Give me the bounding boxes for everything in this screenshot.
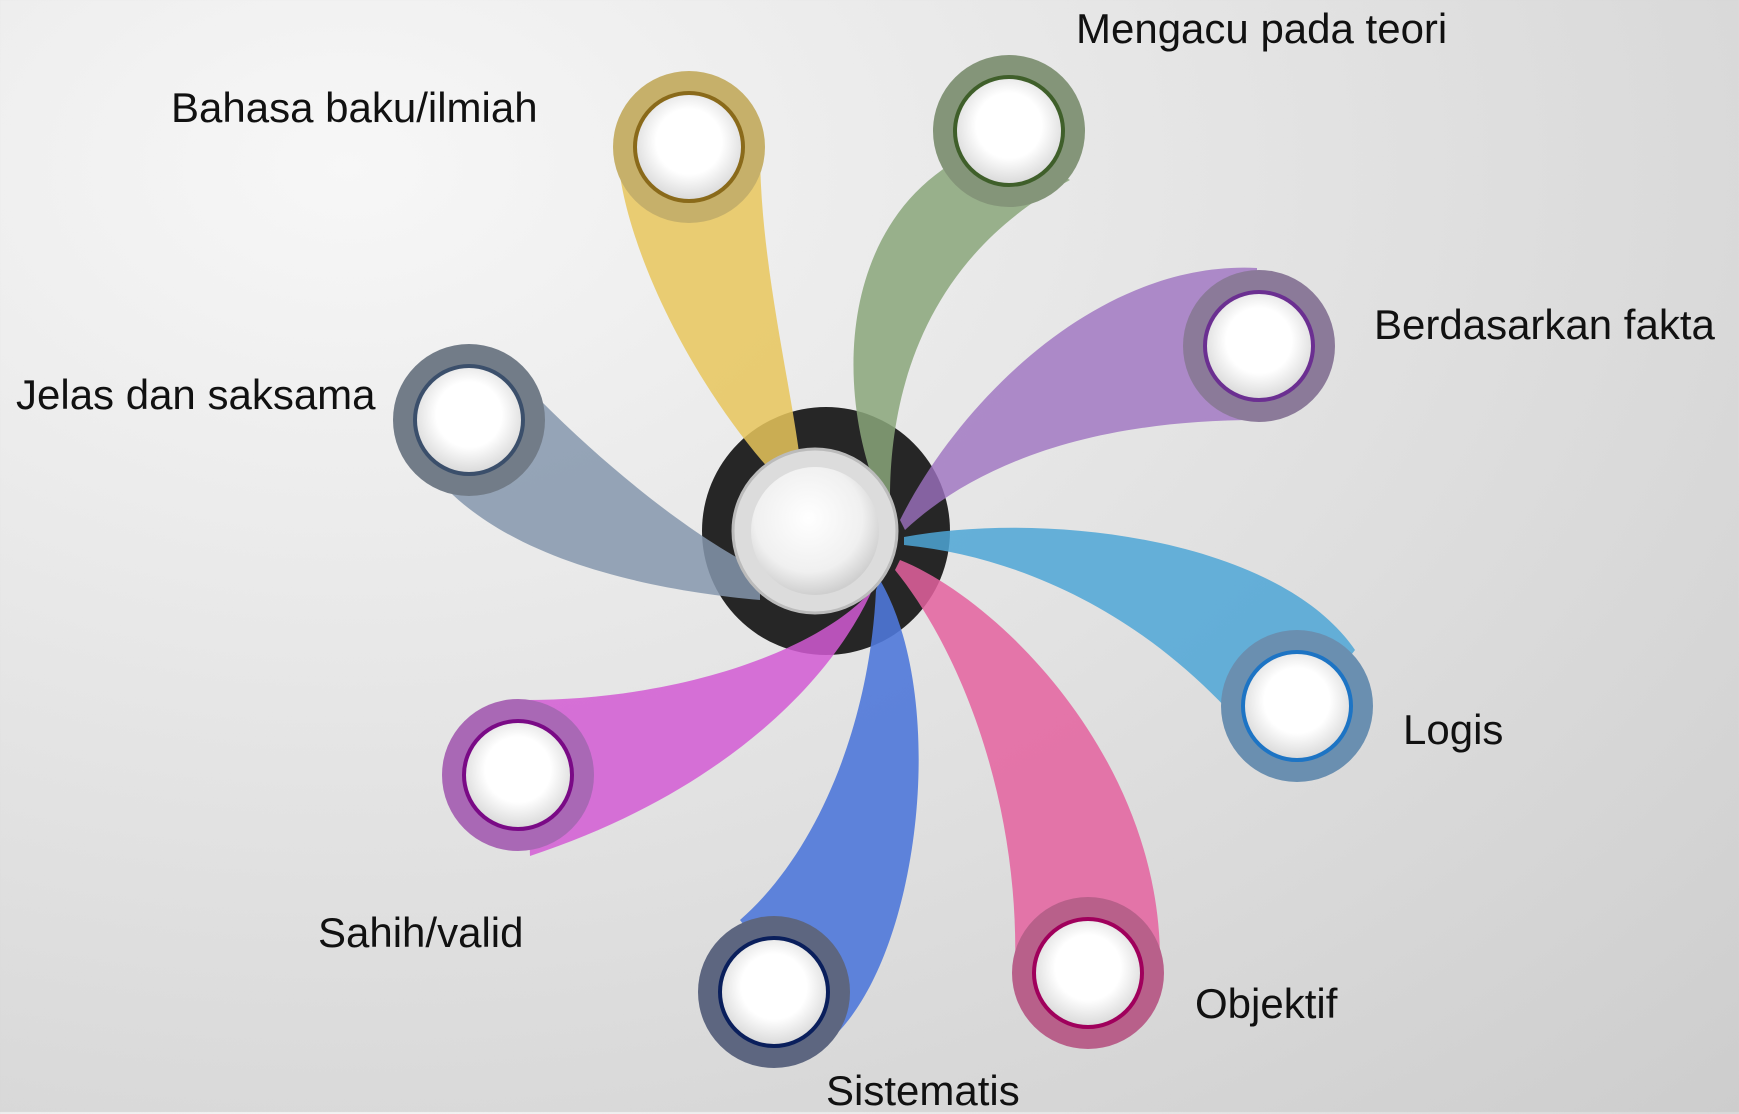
ribbon-mengacu (853, 140, 1070, 498)
ribbon-bahasa (617, 145, 800, 470)
hub-inner (751, 467, 879, 595)
bulb-1 (933, 55, 1085, 207)
bulb-6 (442, 699, 594, 851)
bulb-2 (1183, 270, 1335, 422)
label-mengacu-pada-teori: Mengacu pada teori (1076, 5, 1448, 52)
label-bahasa-baku-ilmiah: Bahasa baku/ilmiah (171, 84, 538, 131)
label-berdasarkan-fakta: Berdasarkan fakta (1374, 301, 1715, 348)
label-logis: Logis (1403, 706, 1504, 753)
label-objektif: Objektif (1195, 980, 1338, 1027)
bulb-3 (1221, 630, 1373, 782)
bulb-8 (613, 71, 765, 223)
bulb-4 (1012, 897, 1164, 1049)
label-sistematis: Sistematis (826, 1067, 1020, 1114)
ribbon-objektif (895, 560, 1160, 970)
bulb-5 (698, 916, 850, 1068)
ribbon-sahih (525, 590, 872, 856)
bulb-7 (393, 344, 545, 496)
label-sahih-valid: Sahih/valid (318, 909, 524, 956)
ribbon-berdasarkan (900, 267, 1257, 530)
label-jelas-dan-saksama: Jelas dan saksama (16, 371, 376, 418)
